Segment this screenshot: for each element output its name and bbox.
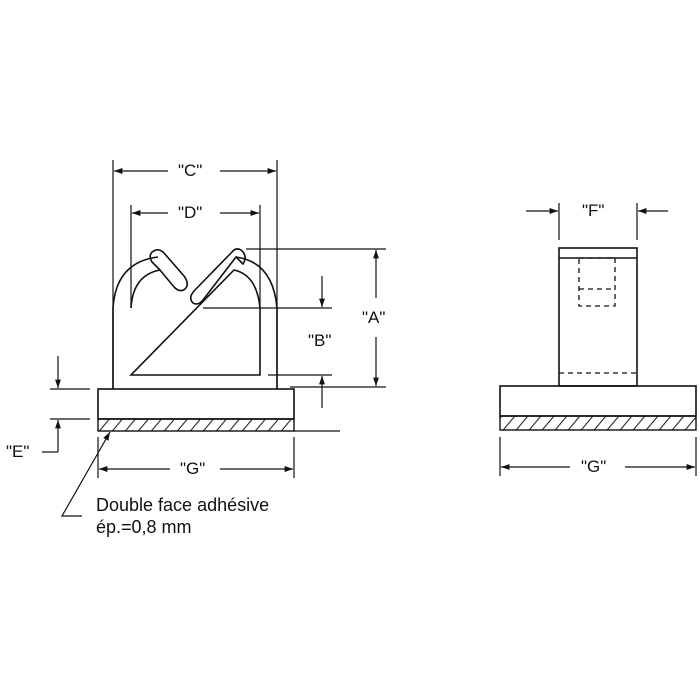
dimension-label-g-front: "G" [180, 459, 206, 478]
dimension-label-d: "D" [178, 203, 203, 222]
clip-finger-left [149, 249, 189, 292]
clip-finger-right [189, 248, 246, 305]
base-block [97, 388, 295, 420]
adhesive-note-line1: Double face adhésive [96, 495, 270, 515]
side-base-block [499, 385, 697, 417]
adhesive-note: Double face adhésive ép.=0,8 mm [96, 494, 269, 538]
dimension-label-f: "F" [582, 201, 605, 220]
adhesive-layer [97, 418, 295, 432]
dimension-label-a: "A" [362, 308, 386, 327]
hidden-slot [578, 257, 616, 307]
dimension-label-b: "B" [308, 331, 332, 350]
adhesive-note-line2: ép.=0,8 mm [96, 517, 192, 537]
side-clip-body [558, 247, 638, 387]
clip-inner-opening [129, 269, 261, 376]
dimension-label-e: "E" [6, 442, 30, 461]
side-adhesive-layer [499, 415, 697, 431]
dimension-label-c: "C" [178, 161, 203, 180]
dimension-label-g-side: "G" [581, 457, 607, 476]
side-view [499, 203, 697, 476]
front-view [42, 160, 386, 517]
